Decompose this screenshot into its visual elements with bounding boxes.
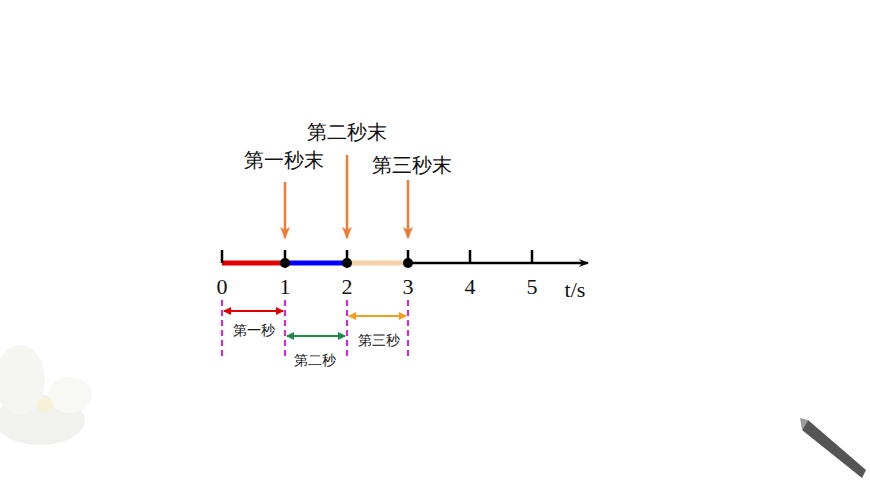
third-second-span <box>349 315 406 317</box>
ticks <box>222 250 532 263</box>
tick-number: 4 <box>465 275 476 299</box>
guide-lines <box>222 300 408 356</box>
interval-label: 第三秒 <box>356 333 402 348</box>
interval-label: 第一秒 <box>231 323 277 338</box>
tick-number: 0 <box>217 275 228 299</box>
first-second-span <box>224 310 283 312</box>
tick-number: 3 <box>403 275 414 299</box>
tick-number: 1 <box>280 275 291 299</box>
tick-number: 2 <box>342 275 353 299</box>
first-second-segment <box>222 261 285 266</box>
tick-number: 5 <box>527 275 538 299</box>
second-second-span <box>287 335 345 337</box>
axis-unit: t/s <box>565 278 586 302</box>
instant-dots <box>280 258 413 268</box>
interval-label: 第二秒 <box>292 353 338 368</box>
pen-decoration <box>800 418 866 478</box>
instant-label: 第三秒末 <box>372 154 452 176</box>
third-second-segment <box>347 261 408 266</box>
instant-label: 第一秒末 <box>244 149 324 171</box>
flower-decoration <box>0 345 92 445</box>
second-second-segment <box>285 261 347 266</box>
instant-label: 第二秒末 <box>307 121 387 143</box>
